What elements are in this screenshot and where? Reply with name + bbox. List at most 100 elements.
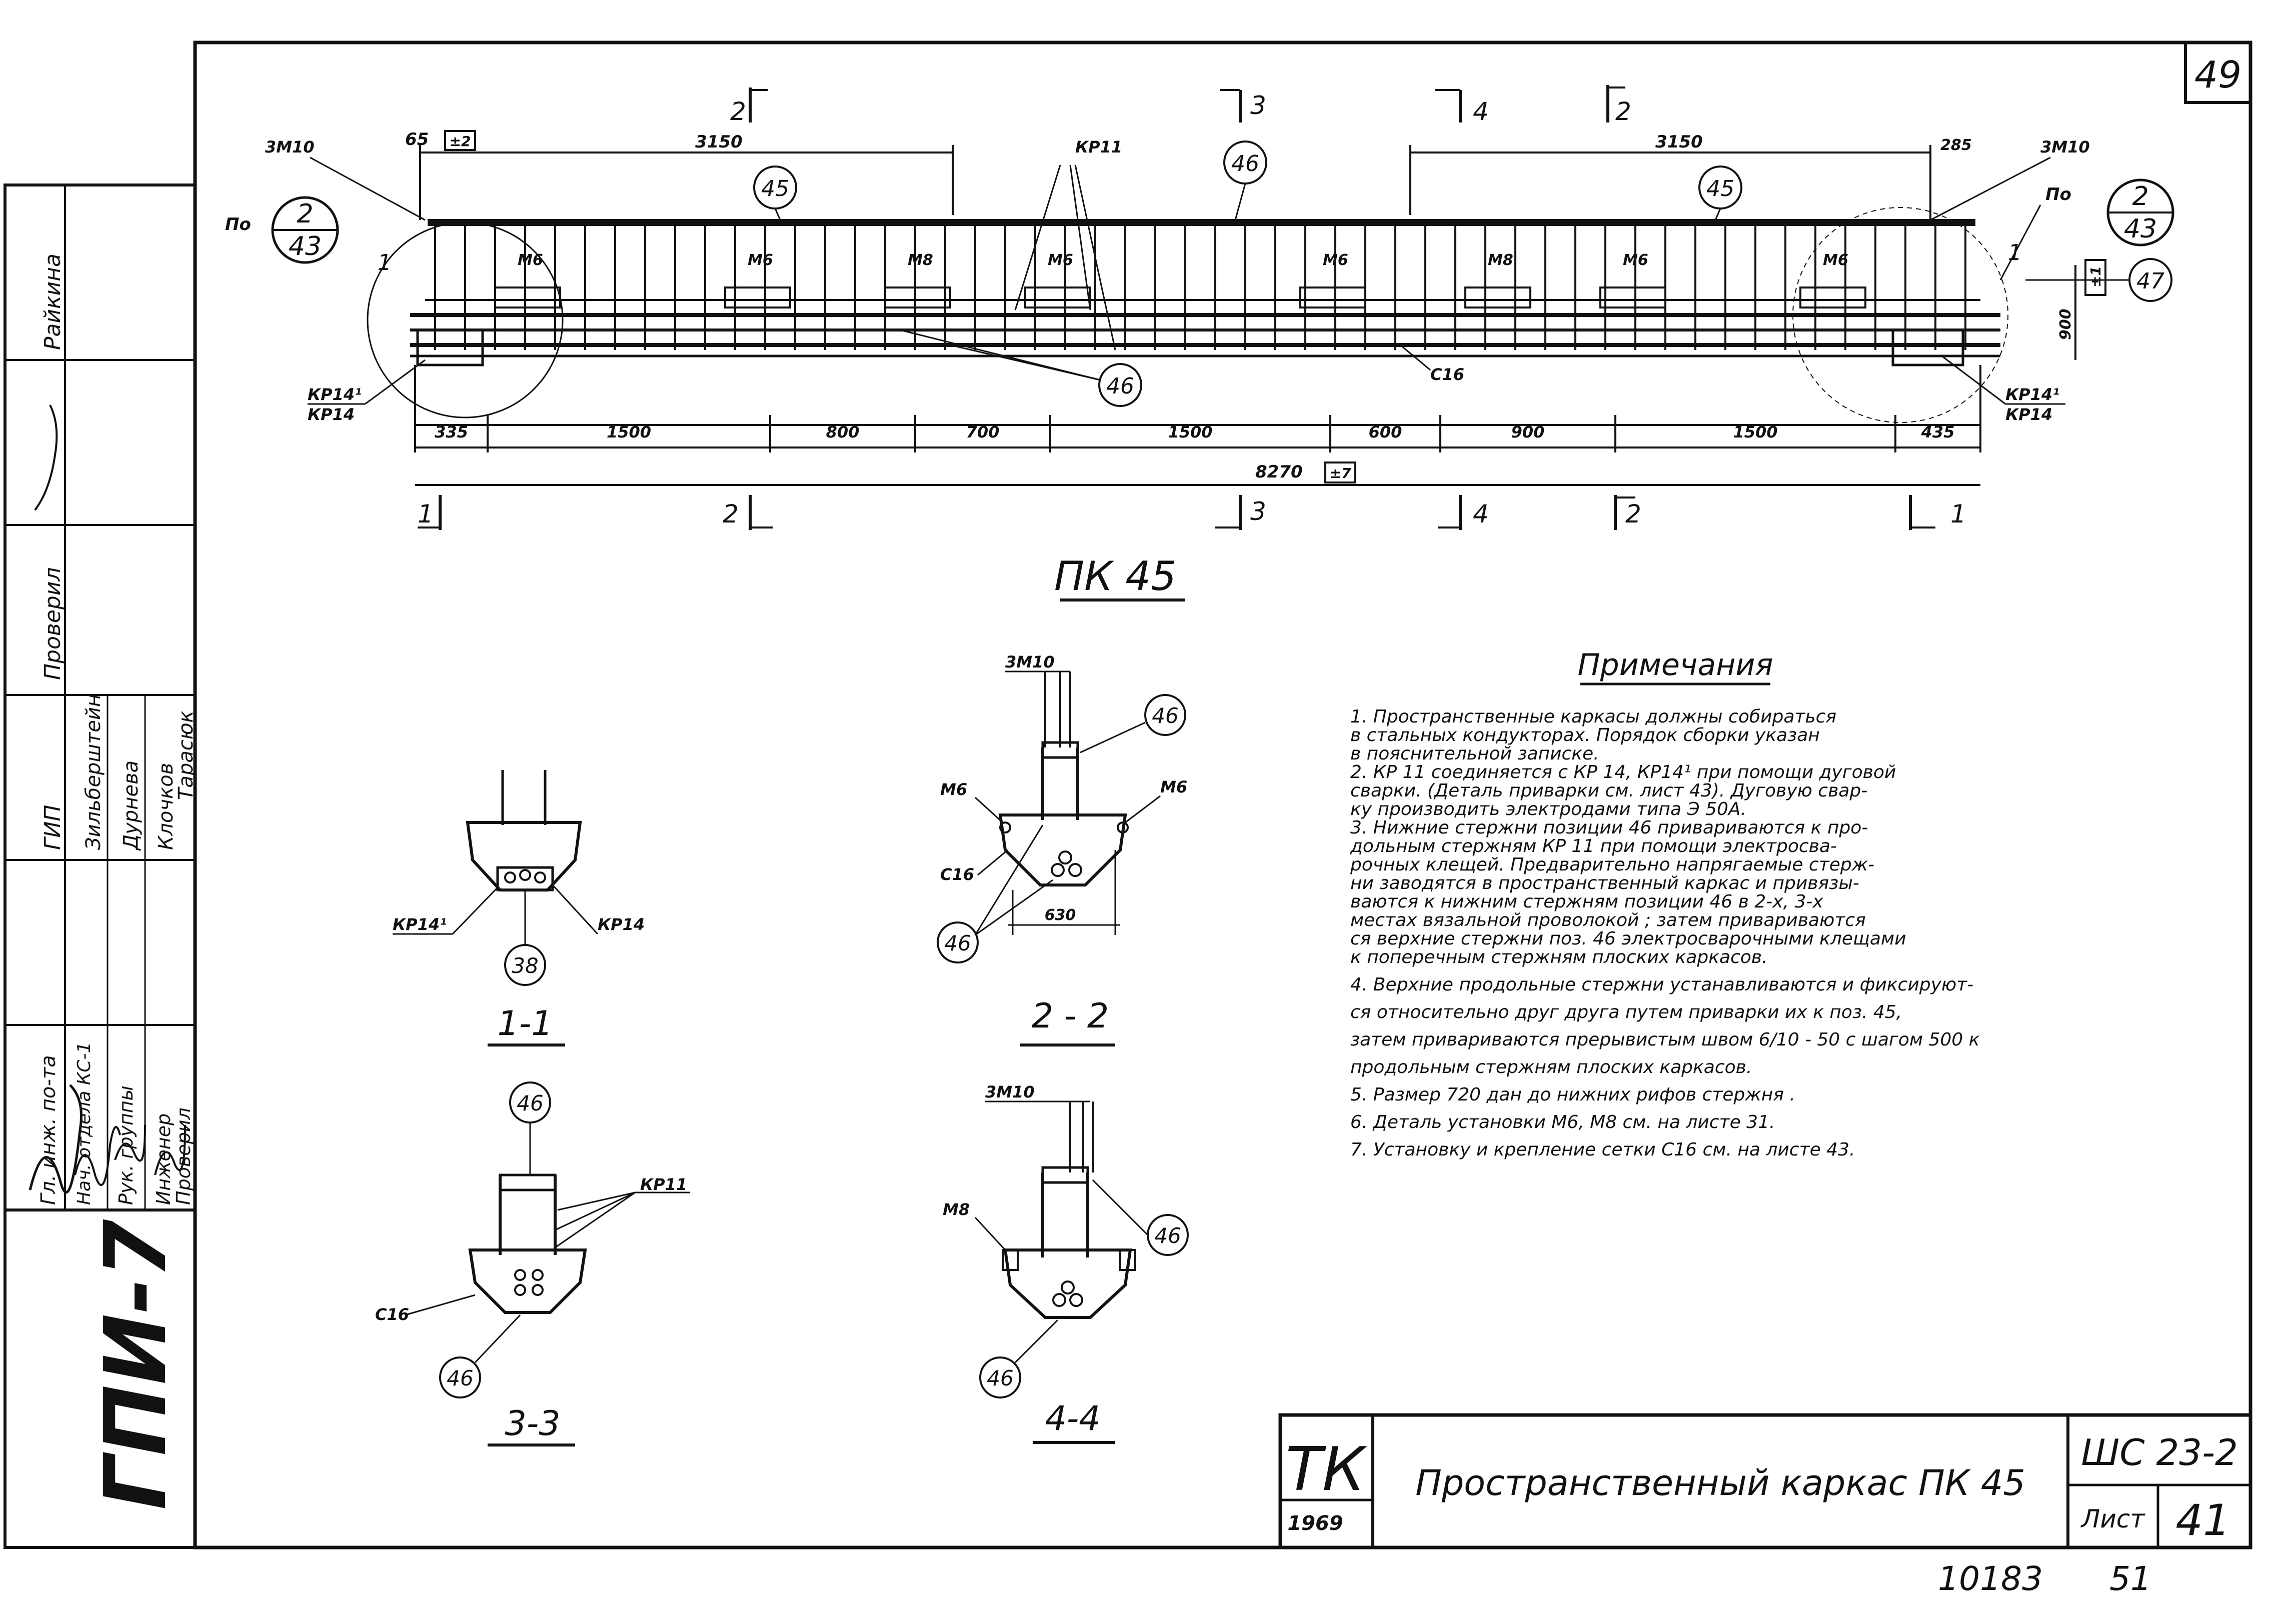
detail-circle-right — [1792, 207, 2008, 423]
s33-bubble-bottom: 46 — [447, 1366, 473, 1390]
s22-bubble-bottom: 46 — [944, 931, 971, 956]
plate-label: М6 — [1623, 252, 1648, 269]
s22-title: 2 - 2 — [1032, 996, 1109, 1036]
embedded-plate — [494, 286, 561, 308]
section-3-3: 46 КР11 С16 46 3-3 — [375, 1082, 690, 1446]
side-role-2: Нач. отдела КС-1 — [74, 1042, 95, 1205]
embedded-plate — [1464, 286, 1531, 308]
note-line: ку производить электродами типа Э 50А. — [1350, 799, 1746, 820]
note-line: 6. Деталь установки М6, М8 см. на листе … — [1350, 1112, 1775, 1132]
sheet-label: Лист — [2080, 1504, 2146, 1534]
bubble-46-bottom: 46 — [1106, 374, 1134, 399]
mark-one-left: 1 — [378, 250, 392, 276]
label-kp11-top: КР11 — [1075, 138, 1122, 156]
note-line: к поперечным стержням плоских каркасов. — [1350, 947, 1767, 968]
embedded-plate — [1299, 286, 1366, 308]
cut-3-bottom: 3 — [1250, 497, 1266, 526]
dim-segment: 435 — [1921, 422, 1955, 442]
side-role-1: Гл. инж. по-та — [37, 1055, 60, 1205]
signature-5 — [34, 404, 58, 511]
series-code: ШС 23-2 — [2081, 1432, 2238, 1474]
note-line: 4. Верхние продольные стержни устанавлив… — [1350, 974, 1973, 995]
s44-title: 4-4 — [1045, 1399, 1100, 1438]
callout-left-den: 43 — [289, 232, 322, 262]
cut-4-bottom: 4 — [1473, 500, 1489, 528]
dim-segment: 1500 — [1168, 422, 1212, 442]
dim-segment: 1500 — [1733, 422, 1777, 442]
note-line: ся относительно друг друга путем приварк… — [1350, 1002, 1902, 1022]
label-kp14-right: КР14 — [2005, 405, 2052, 424]
note-line: 2. КР 11 соединяется с КР 14, КР14¹ при … — [1350, 762, 1896, 782]
bubble-46-top: 46 — [1231, 151, 1259, 176]
side-head-author: Райкина — [40, 254, 66, 350]
note-line: ваются к нижним стержням позиции 46 в 2-… — [1350, 892, 1823, 912]
plate-label: М6 — [748, 252, 773, 269]
plate-label: М6 — [1823, 252, 1848, 269]
section-2-2: 3М10 46 М6 М6 С16 630 46 2 - 2 — [937, 652, 1187, 1046]
label-kp14a-left: КР14¹ — [308, 385, 362, 404]
callout-right-den: 43 — [2124, 214, 2157, 244]
note-line: дольным стержням КР 11 при помощи электр… — [1350, 836, 1837, 856]
note-line: 1. Пространственные каркасы должны собир… — [1350, 706, 1836, 727]
dim-segment: 800 — [826, 422, 860, 442]
bubble-45-left: 45 — [761, 176, 789, 202]
s33-bubble-top: 46 — [517, 1091, 543, 1116]
cut-1-bottom-left: 1 — [418, 500, 434, 528]
s22-bubble: 46 — [1152, 704, 1178, 728]
s44-bubble-bottom: 46 — [987, 1366, 1013, 1390]
s11-left-label: КР14¹ — [393, 915, 447, 934]
label-po-left: По — [225, 214, 251, 234]
s11-title: 1-1 — [497, 1004, 553, 1044]
s44-bubble: 46 — [1154, 1224, 1181, 1248]
section-1-1: КР14¹ КР14 38 1-1 — [393, 770, 645, 1046]
note-line: сварки. (Деталь приварки см. лист 43). Д… — [1350, 780, 1867, 801]
label-3m10-left: 3М10 — [265, 138, 315, 156]
corner-number-box — [2184, 41, 2252, 104]
archive-number: 10183 — [1938, 1560, 2043, 1598]
cut-marks-bottom: 1 2 3 4 2 1 — [418, 495, 1966, 530]
dim-segment: 335 — [435, 422, 468, 442]
plate-label: М6 — [1048, 252, 1073, 269]
stirrups — [434, 222, 1966, 350]
note-line: затем привариваются прерывистым швом 6/1… — [1350, 1030, 1980, 1050]
note-line: 3. Нижние стержни позиции 46 приваривают… — [1350, 818, 1868, 838]
label-kp14a-right: КР14¹ — [2005, 385, 2059, 404]
s44-m8: М8 — [943, 1200, 970, 1219]
label-po-right: По — [2045, 184, 2071, 204]
dim-segment: 700 — [966, 422, 1000, 442]
embedded-plate — [1799, 286, 1866, 308]
note-line: в стальных кондукторах. Порядок сборки у… — [1350, 725, 1820, 746]
dim-segment: 1500 — [607, 422, 651, 442]
signature-2 — [74, 1126, 121, 1186]
dim-height: 900 — [2057, 308, 2074, 340]
dim-3150-right: 3150 — [1655, 132, 1703, 152]
org-code: ГПИ-7 — [87, 1219, 186, 1510]
sheet-name: Пространственный каркас ПК 45 — [1415, 1462, 2025, 1504]
dim-segment: 900 — [1511, 422, 1545, 442]
s33-c16: С16 — [375, 1305, 409, 1324]
side-role-3: Рук. группы — [115, 1086, 137, 1205]
dim-overall: 8270 — [1255, 462, 1303, 482]
detail-circle-left — [367, 222, 564, 418]
plate-label: М8 — [908, 252, 933, 269]
note-line: местах вязальной проволокой ; затем прив… — [1350, 910, 1866, 930]
label-3m10-right: 3М10 — [2040, 138, 2090, 156]
embedded-plate — [1599, 286, 1666, 308]
dim-285: 285 — [1940, 136, 1972, 154]
side-name-1: Зильберштейн — [82, 694, 105, 850]
dim-3150-left: 3150 — [695, 132, 743, 152]
note-line: ни заводятся в пространственный каркас и… — [1350, 873, 1859, 894]
callout-right-num: 2 — [2132, 182, 2148, 212]
corner-number: 49 — [2194, 54, 2241, 96]
sheet-value: 41 — [2175, 1496, 2230, 1546]
notes: Примечания 1. Пространственные каркасы д… — [1350, 648, 1980, 1160]
cut-1-bottom-right: 1 — [1950, 500, 1966, 528]
note-line: рочных клещей. Предварительно напрягаемы… — [1350, 854, 1874, 875]
s22-top-label: 3М10 — [1005, 652, 1055, 672]
side-head-checked: Проверил — [40, 567, 66, 680]
dim-height-tolerance: ±1 — [2087, 266, 2104, 288]
title-block: ТК 1969 Пространственный каркас ПК 45 ШС… — [1278, 1413, 2252, 1598]
